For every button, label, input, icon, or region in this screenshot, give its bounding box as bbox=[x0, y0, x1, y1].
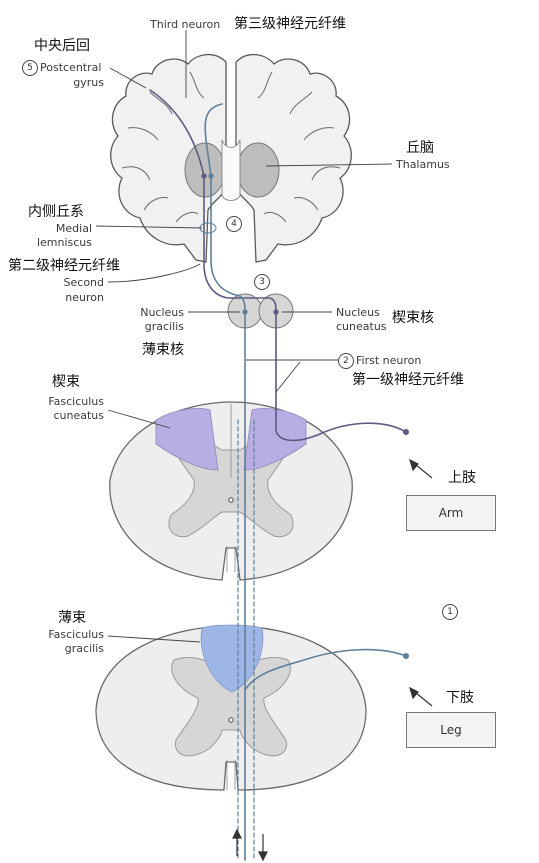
brain-sulci bbox=[121, 71, 341, 223]
lumbar-spinal-cord bbox=[95, 624, 367, 791]
fasciculus-gracilis-label-en2: gracilis bbox=[64, 642, 104, 655]
marker-3: 3 bbox=[254, 274, 270, 290]
fasciculus-gracilis-label-zh: 薄束 bbox=[58, 610, 86, 626]
second-neuron-label-zh: 第二级神经元纤维 bbox=[8, 258, 120, 274]
marker-5: 5 bbox=[22, 60, 38, 76]
central-canal bbox=[228, 497, 234, 503]
right-thalamus bbox=[236, 142, 280, 198]
postcentral-gyrus-label-en2: gyrus bbox=[73, 76, 104, 89]
leader-lines bbox=[95, 30, 393, 643]
fasciculus-gracilis-label-en1: Fasciculus bbox=[48, 628, 104, 641]
nucleus-cuneatus-label-en1: Nucleus bbox=[336, 306, 380, 319]
third-neuron-fiber-outer bbox=[204, 103, 223, 177]
brain-coronal-section bbox=[110, 54, 352, 263]
thalamic-synapse-1 bbox=[201, 173, 207, 179]
thalamus-label-zh: 丘脑 bbox=[406, 140, 434, 156]
gracile-synapse bbox=[242, 309, 248, 315]
nucleus-cuneatus-label-en2: cuneatus bbox=[336, 320, 387, 333]
arm-box: Arm bbox=[406, 495, 496, 531]
first-neuron-leg-fiber bbox=[244, 648, 407, 691]
nucleus-gracilis-label-zh: 薄束核 bbox=[142, 342, 184, 358]
nucleus-cuneatus-label-zh: 楔束核 bbox=[392, 310, 434, 326]
cervical-spinal-cord bbox=[109, 401, 353, 581]
cervical-fasciculus-cuneatus-left bbox=[155, 408, 219, 471]
thalamus-label-en: Thalamus bbox=[396, 158, 450, 171]
fasciculus-cuneatus-label-en2: cuneatus bbox=[53, 409, 104, 422]
first-neuron-label-en: First neuron bbox=[356, 354, 422, 367]
lumbar-gray-matter bbox=[171, 657, 291, 757]
lumbar-fasciculus-gracilis bbox=[200, 624, 264, 693]
first-neuron-label-zh: 第一级神经元纤维 bbox=[352, 372, 464, 388]
medial-lemniscus-label-zh: 内侧丘系 bbox=[28, 204, 84, 220]
cervical-fasciculus-cuneatus-right bbox=[243, 408, 307, 471]
lumbar-anterior-fissure bbox=[226, 760, 236, 790]
thalamic-synapse-2 bbox=[208, 173, 214, 179]
second-neuron-fiber-cuneate bbox=[203, 175, 277, 313]
third-neuron-label-zh: 第三级神经元纤维 bbox=[234, 16, 346, 32]
second-neuron-label-en2: neuron bbox=[65, 291, 104, 304]
lower-limb-label-zh: 下肢 bbox=[446, 690, 474, 706]
pathway-fibers bbox=[149, 89, 409, 861]
marker-1: 1 bbox=[442, 604, 458, 620]
lateral-ventricle bbox=[221, 139, 241, 201]
second-neuron-fiber-gracile bbox=[210, 175, 246, 313]
receptor-leg bbox=[403, 653, 409, 659]
leg-box: Leg bbox=[406, 712, 496, 748]
medial-lemniscus-label-en1: Medial bbox=[55, 222, 92, 235]
third-neuron-fiber-inner bbox=[149, 89, 205, 177]
marker-4: 4 bbox=[226, 216, 242, 232]
postcentral-gyrus-label-en1: Postcentral bbox=[40, 61, 102, 74]
marker-2: 2 bbox=[338, 353, 354, 369]
third-neuron-label-en: Third neuron bbox=[150, 18, 221, 31]
brainstem-nuclei bbox=[227, 293, 294, 329]
anterior-fissure bbox=[226, 546, 236, 572]
direction-arrows bbox=[232, 458, 433, 862]
upper-limb-label-zh: 上肢 bbox=[448, 470, 476, 486]
lumbar-central-canal bbox=[228, 717, 234, 723]
first-neuron-cuneate-ascending bbox=[275, 311, 407, 442]
nucleus-gracilis-label-en2: gracilis bbox=[144, 320, 184, 333]
second-neuron-label-en1: Second bbox=[63, 276, 104, 289]
fasciculus-cuneatus-label-zh: 楔束 bbox=[52, 374, 80, 390]
left-thalamus bbox=[184, 142, 226, 198]
receptor-arm bbox=[403, 429, 409, 435]
postcentral-gyrus-label-zh: 中央后回 bbox=[34, 38, 90, 54]
nucleus-gracilis-label-en1: Nucleus bbox=[140, 306, 184, 319]
cuneate-synapse bbox=[273, 309, 279, 315]
medial-lemniscus-label-en2: lemniscus bbox=[36, 236, 92, 249]
fasciculus-cuneatus-label-en1: Fasciculus bbox=[48, 395, 104, 408]
